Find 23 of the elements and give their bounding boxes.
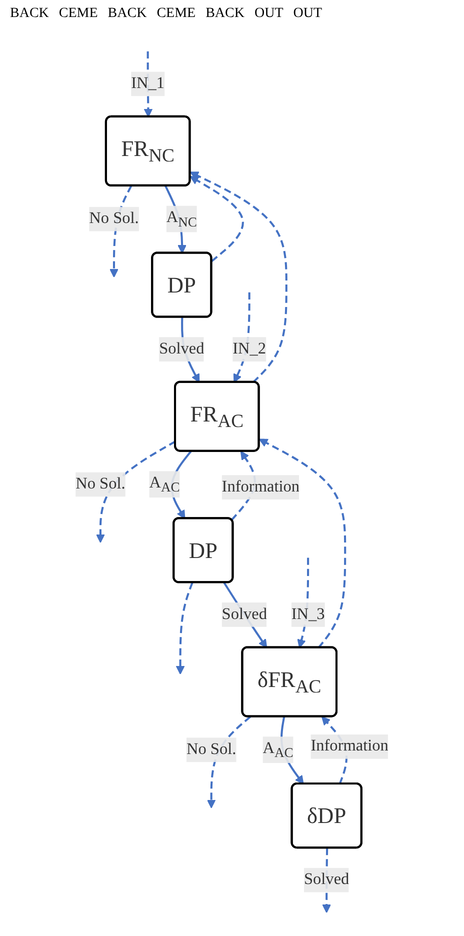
note-text: BACK — [10, 6, 49, 22]
edge-label: A$_{AC}$ — [262, 740, 294, 760]
edge-label: Solved — [159, 340, 204, 358]
edge-label: No Sol. — [89, 210, 139, 228]
edge-label: Solved — [222, 606, 267, 623]
note-text: CEME — [58, 6, 98, 22]
edge-label: IN_1 — [131, 74, 165, 92]
edge-label: No Sol. — [76, 475, 126, 493]
edge-label: IN_3 — [291, 606, 325, 623]
edge-label: IN_2 — [232, 340, 266, 358]
note-text: BACK — [206, 6, 244, 22]
edge-label: A$_{NC}$ — [166, 208, 197, 230]
note-text: BACK — [108, 6, 147, 22]
note-text: CEME — [156, 6, 196, 22]
note-text: OUT — [254, 6, 284, 22]
note-text: OUT — [293, 6, 322, 22]
arrow — [190, 176, 244, 262]
arrow — [176, 582, 194, 674]
edge-label: A$_{AC}$ — [149, 474, 180, 495]
edge-label: Solved — [304, 870, 350, 888]
edge-label: Information — [222, 478, 300, 496]
edge-label: No Sol. — [186, 740, 236, 758]
edge-label: Information — [310, 738, 388, 755]
